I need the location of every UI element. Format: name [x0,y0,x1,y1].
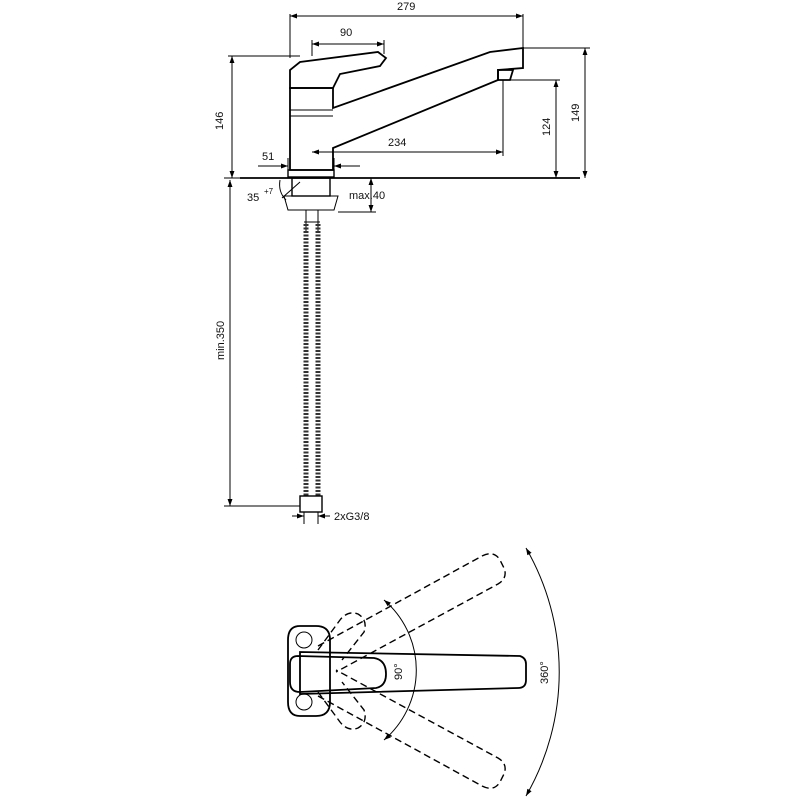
dim-label-connection: 2xG3/8 [334,511,369,523]
mount-hole-lower [295,693,313,711]
angle-indicator [279,179,301,201]
dim-label-outlet-height: 124 [541,118,553,136]
arc-spout-rotation [525,547,560,797]
spout-top [299,651,527,695]
top-view: 90° 360° [287,547,560,797]
dim-label-spout-height: 149 [570,104,582,122]
spout-rotated-upper [317,553,506,673]
dim-label-spout-rotation: 360° [539,661,551,684]
dim-label-spout-reach: 234 [388,137,406,149]
dim-label-lever-rotation: 90° [393,663,405,680]
mounting-nut [291,177,331,197]
spout-rotated-lower [317,669,506,789]
mount-hole-upper [295,631,313,649]
base-plate-top [287,625,331,717]
spout-aerator [497,69,515,81]
dim-label-install-angle-tolerance: +7 [264,187,274,196]
mounting-base [287,169,335,178]
arc-lever-rotation [383,599,417,741]
dim-label-body-height: 146 [214,112,226,130]
mounting-flange [283,195,339,211]
dim-label-hose-length: min.350 [215,321,227,360]
hose-connector [299,495,323,513]
side-view: 279 90 146 149 124 234 51 35 +7 max. [214,1,590,524]
dim-label-install-angle: 35 [247,192,259,204]
dim-label-base-diameter: 51 [262,151,274,163]
lever-rotated-upper [317,612,366,661]
lever-rotated-lower [317,681,366,730]
dim-label-deck-thickness: max.40 [349,190,385,202]
lever-top [289,655,387,693]
dim-label-lever-length: 90 [340,27,352,39]
lever [289,51,388,89]
dim-label-overall-length: 279 [397,1,415,13]
